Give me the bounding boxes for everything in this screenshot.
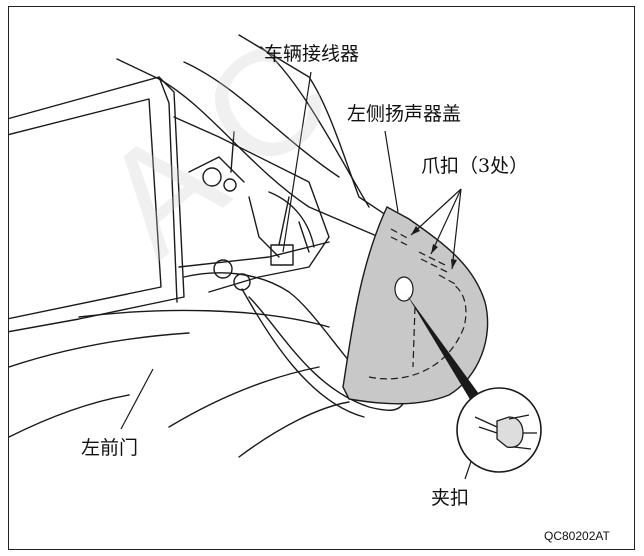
door-top-edge — [116, 58, 380, 238]
door-illustration — [9, 34, 542, 480]
claw-leader-1 — [410, 188, 462, 236]
zoom-pointer — [407, 295, 487, 411]
connector — [270, 244, 294, 266]
label-left-speaker-cover: 左侧扬声器盖 — [347, 103, 462, 125]
speaker-cover-shape — [342, 206, 489, 405]
diagram-frame: AC 车辆接线器 左侧扬声器盖 爪扣（3处） 左前门 夹扣 QC80202AT — [8, 0, 635, 550]
label-clip: 夹扣 — [431, 487, 470, 509]
cover-leader — [384, 130, 399, 213]
claw-leader-3 — [451, 188, 462, 270]
label-vehicle-connector: 车辆接线器 — [264, 43, 360, 65]
label-claw-clips: 爪扣（3处） — [421, 155, 529, 177]
claw-leader-2 — [430, 188, 462, 255]
label-left-front-door: 左前门 — [81, 437, 139, 459]
figure-code: QC80202AT — [544, 529, 610, 543]
grommet — [202, 167, 222, 187]
door-leader — [120, 368, 154, 430]
connector-leader — [282, 71, 312, 253]
window-frame — [9, 76, 185, 333]
